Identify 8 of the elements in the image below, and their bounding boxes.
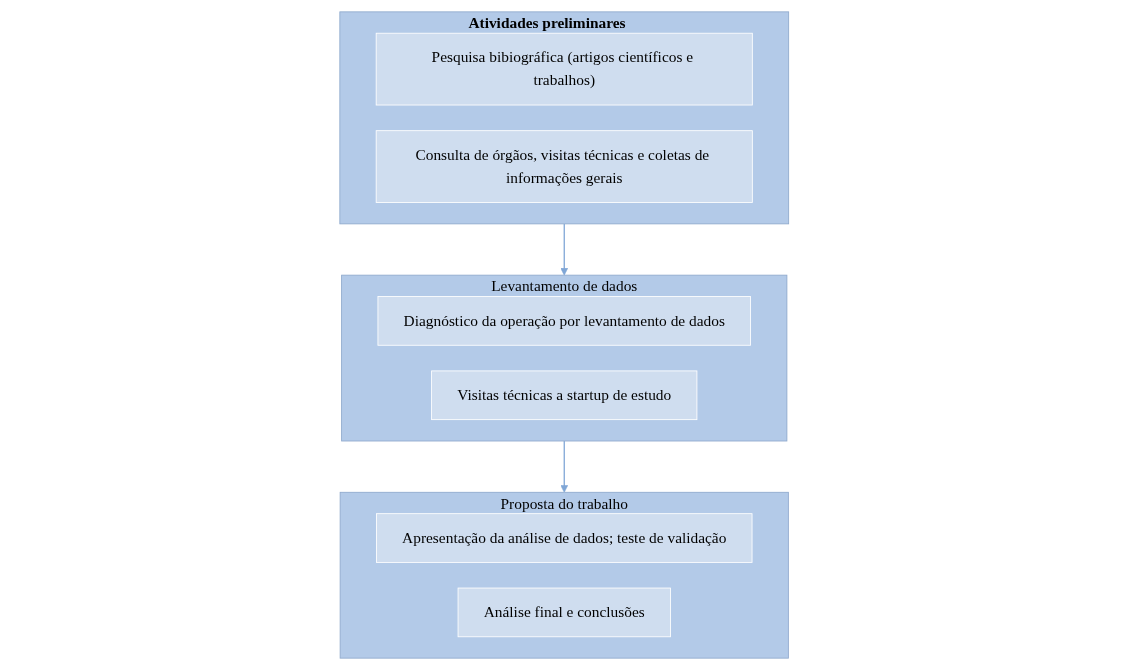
node-box: Diagnóstico da operação por levantamento de dados [377,295,752,346]
node-box: Análise final e conclusões [457,587,672,637]
arrow [560,222,569,275]
node-box: Consulta de órgãos, visitas técnicas e coletas de informações gerais [376,129,753,203]
arrow [560,439,569,493]
node-box: Pesquisa bibiográfica (artigos científicos e trabalhos) [376,32,753,105]
node-box: Apresentação da análise de dados; teste de validação [376,512,753,563]
node-box: Visitas técnicas a startup de estudo [431,370,698,420]
